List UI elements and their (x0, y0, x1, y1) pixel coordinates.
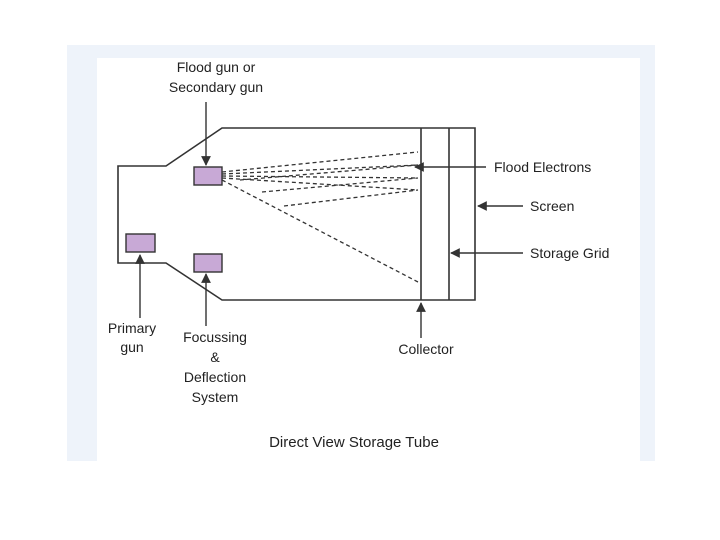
label-focus-1: Focussing (183, 329, 247, 345)
label-focus-3: Deflection (184, 369, 246, 385)
diagram-figure (97, 58, 640, 461)
label-primary-1: Primary (108, 320, 156, 336)
tube-outline (117, 127, 476, 301)
label-focus-4: System (192, 389, 239, 405)
primary-gun (125, 233, 156, 253)
flood-gun (193, 166, 223, 186)
focussing-deflection-gun (193, 253, 223, 273)
label-screen: Screen (530, 198, 574, 214)
label-focus-2: & (210, 349, 220, 365)
diagram-title: Direct View Storage Tube (269, 434, 439, 451)
flood-electron-rays (221, 151, 419, 283)
label-collector: Collector (398, 341, 454, 357)
label-flood-gun-1: Flood gun or (177, 59, 256, 75)
label-flood-gun-2: Secondary gun (169, 79, 263, 95)
label-flood-electrons: Flood Electrons (494, 159, 591, 175)
label-primary-2: gun (120, 339, 143, 355)
label-storage-grid: Storage Grid (530, 245, 609, 261)
